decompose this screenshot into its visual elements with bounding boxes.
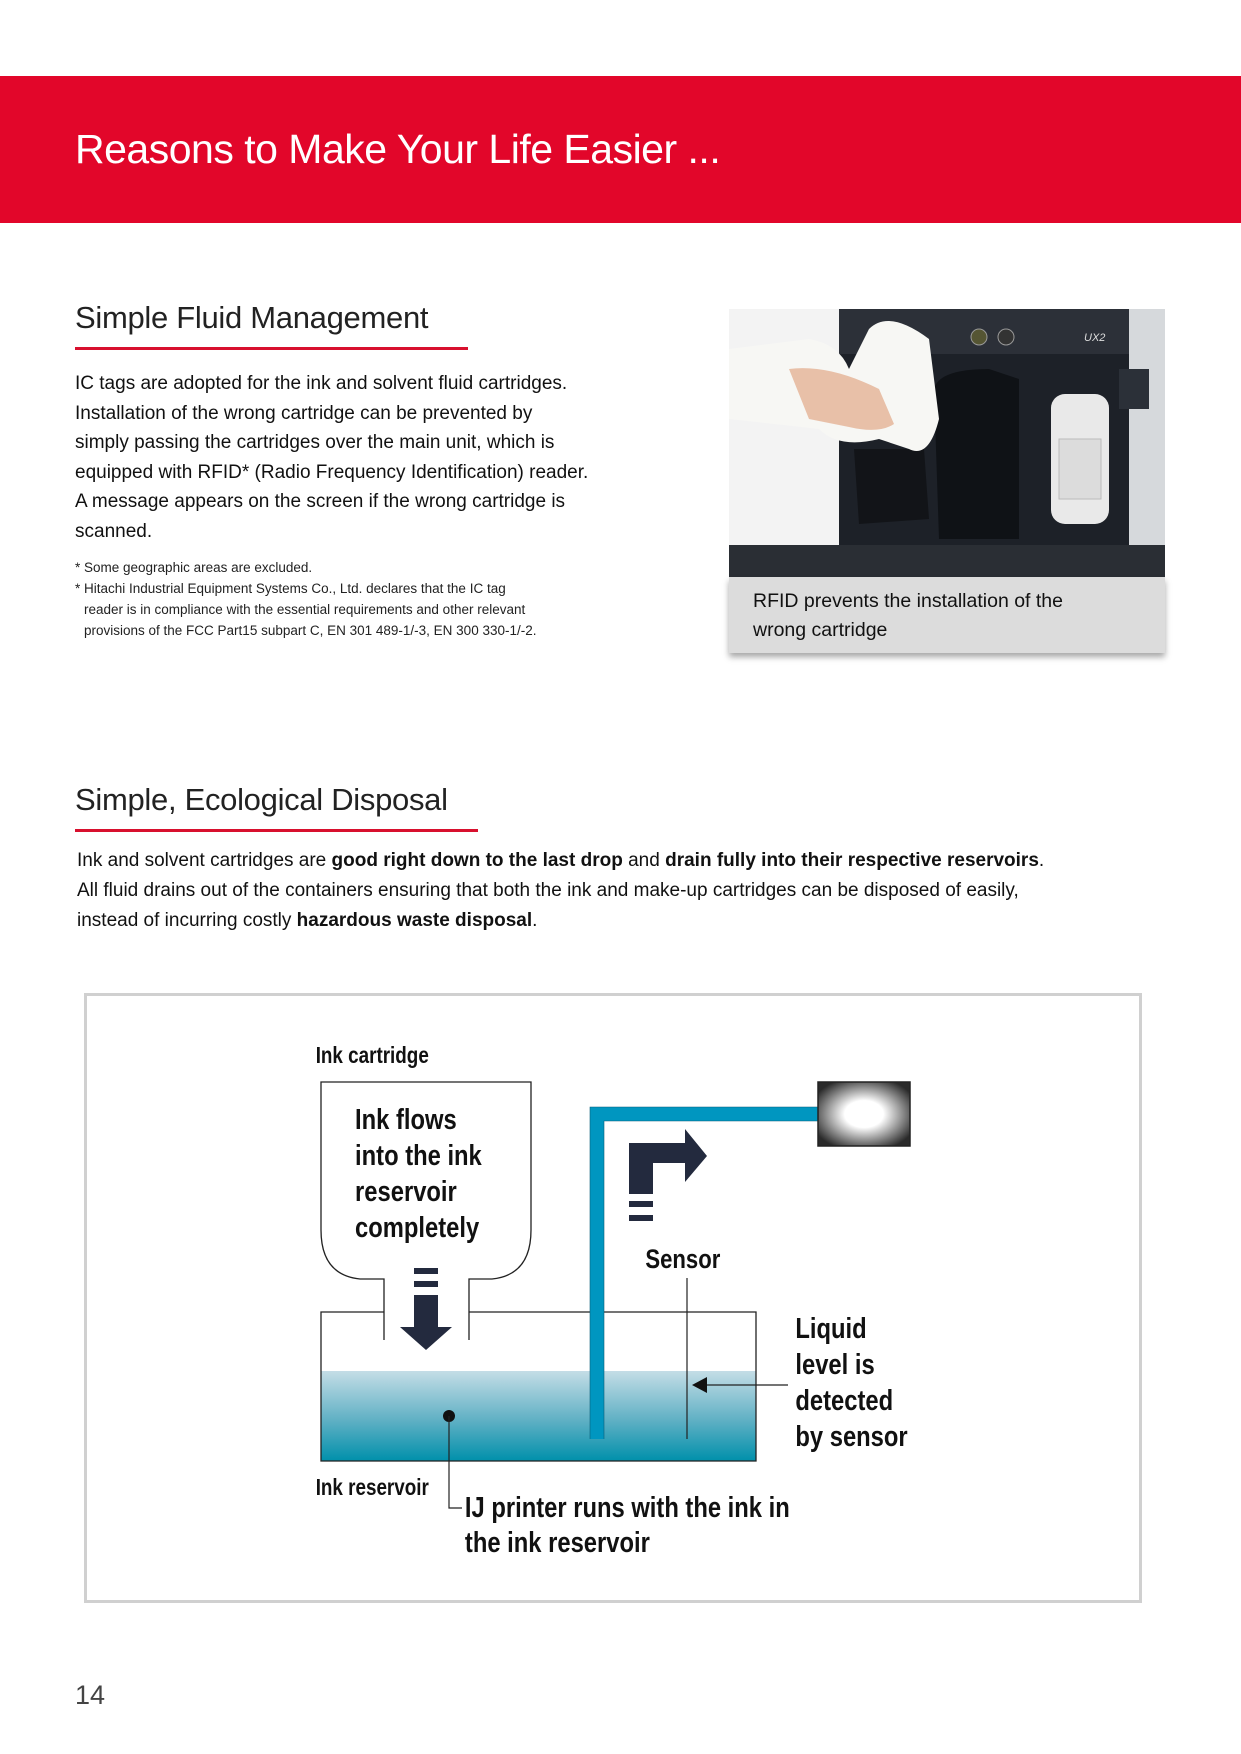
cartridge-text: into the ink bbox=[355, 1139, 482, 1172]
body-line: All fluid drains out of the containers e… bbox=[77, 880, 1019, 901]
cartridge-text: Ink flows bbox=[355, 1103, 457, 1136]
liquid-level-text: level is bbox=[795, 1348, 874, 1381]
bent-arrow-icon bbox=[629, 1129, 707, 1221]
sensor-unit bbox=[817, 1081, 911, 1147]
body-line: Ink and solvent cartridges are good righ… bbox=[77, 850, 1045, 871]
ink-reservoir bbox=[320, 1311, 757, 1462]
fluid-management-body: IC tags are adopted for the ink and solv… bbox=[75, 369, 588, 546]
ink-reservoir-label: Ink reservoir bbox=[316, 1475, 429, 1500]
liquid-level-text: by sensor bbox=[795, 1420, 907, 1453]
liquid-level-text: Liquid bbox=[795, 1312, 866, 1345]
left-arrow-icon bbox=[692, 1377, 707, 1393]
body-line: equipped with RFID* (Radio Frequency Ide… bbox=[75, 461, 589, 483]
body-line: simply passing the cartridges over the m… bbox=[75, 432, 555, 453]
section-heading-fluid-management: Simple Fluid Management bbox=[75, 300, 429, 335]
page-title: Reasons to Make Your Life Easier ... bbox=[75, 126, 721, 172]
model-label: UX2 bbox=[1084, 332, 1105, 344]
ink-cartridge bbox=[320, 1081, 532, 1340]
ink-liquid bbox=[321, 1371, 756, 1461]
down-arrow-icon bbox=[400, 1268, 452, 1350]
footnote: * Some geographic areas are excluded. bbox=[75, 560, 313, 575]
cartridge-text: completely bbox=[355, 1211, 479, 1244]
heading-underline bbox=[75, 829, 478, 832]
printer-text: the ink reservoir bbox=[465, 1526, 650, 1559]
ecological-disposal-body: Ink and solvent cartridges are good righ… bbox=[77, 846, 1044, 936]
sensor-label: Sensor bbox=[645, 1245, 720, 1275]
body-line: IC tags are adopted for the ink and solv… bbox=[75, 373, 568, 394]
liquid-level-text: detected bbox=[795, 1384, 893, 1417]
section-heading-ecological-disposal: Simple, Ecological Disposal bbox=[75, 782, 448, 817]
body-line: instead of incurring costly hazardous wa… bbox=[77, 910, 538, 931]
printer-cartridge-photo: UX2 bbox=[729, 309, 1165, 577]
ink-cartridge-label: Ink cartridge bbox=[316, 1043, 429, 1068]
callout-line bbox=[448, 1416, 462, 1509]
footnotes: * Some geographic areas are excluded. * … bbox=[75, 557, 536, 641]
caption-line: wrong cartridge bbox=[753, 619, 888, 641]
body-line: A message appears on the screen if the w… bbox=[75, 491, 566, 512]
body-line: scanned. bbox=[75, 520, 153, 542]
header-banner: Reasons to Make Your Life Easier ... bbox=[0, 76, 1241, 223]
page-number: 14 bbox=[75, 1680, 106, 1710]
ink-reservoir-diagram-frame bbox=[84, 993, 1142, 1603]
photo-caption: RFID prevents the installation of the wr… bbox=[729, 577, 1165, 653]
caption-line: RFID prevents the installation of the bbox=[753, 590, 1063, 612]
heading-underline bbox=[75, 347, 468, 350]
printer-text: IJ printer runs with the ink in bbox=[465, 1491, 790, 1524]
cartridge-text: reservoir bbox=[355, 1175, 457, 1208]
footnote: * Hitachi Industrial Equipment Systems C… bbox=[75, 581, 506, 596]
footnote: reader is in compliance with the essenti… bbox=[84, 602, 526, 617]
footnote: provisions of the FCC Part15 subpart C, … bbox=[84, 623, 537, 638]
body-line: Installation of the wrong cartridge can … bbox=[75, 402, 533, 424]
